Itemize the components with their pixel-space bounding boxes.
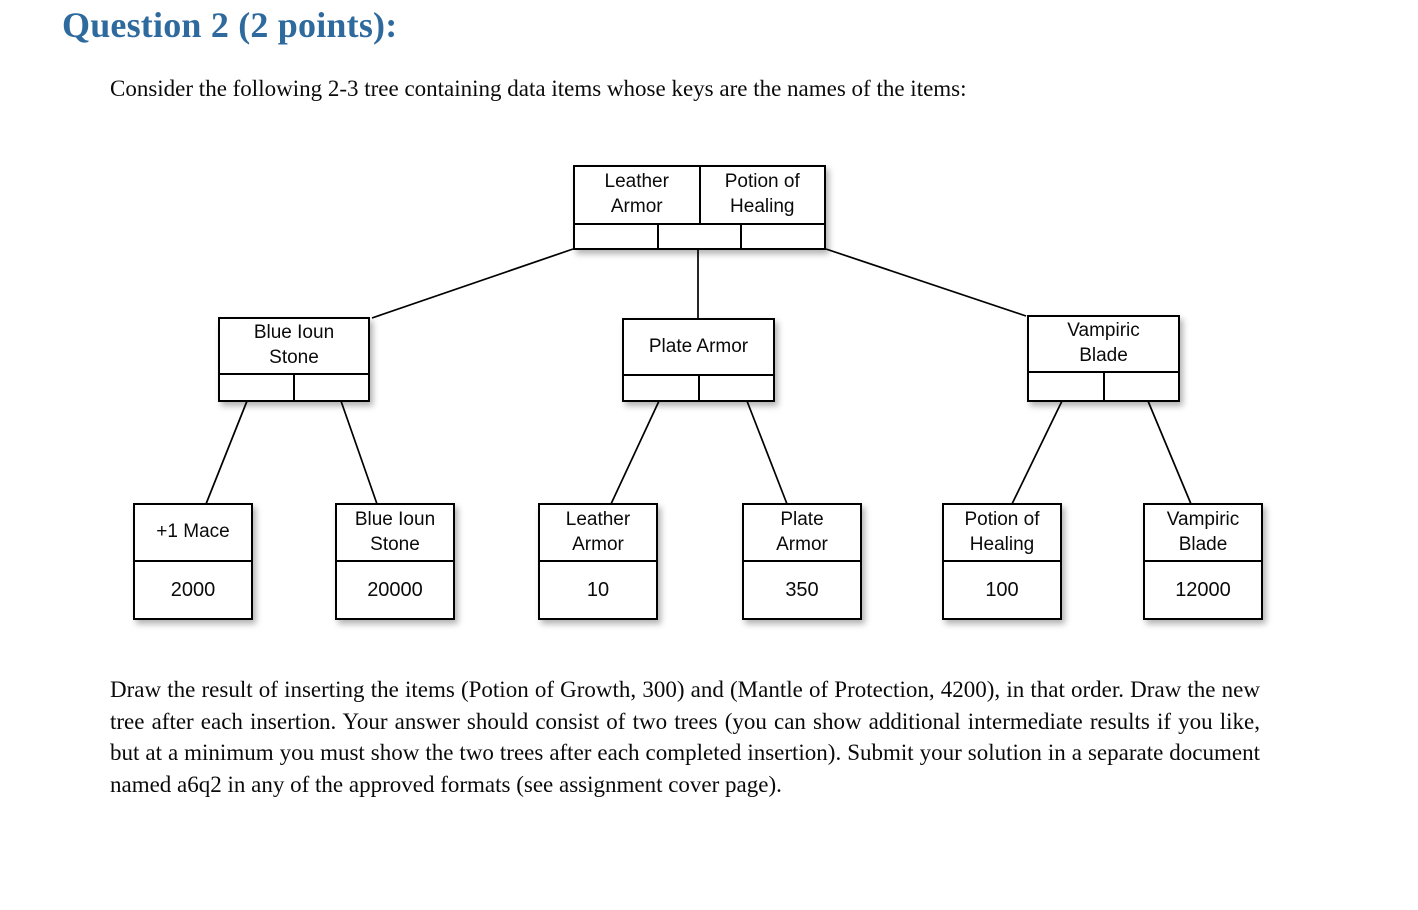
leaf-vampiric-blade: Vampiric Blade 12000 xyxy=(1143,503,1263,620)
internal-node-plate-armor: Plate Armor xyxy=(622,318,775,402)
leaf-name: Potion of Healing xyxy=(944,505,1060,562)
internal-node-vampiric-blade: Vampiric Blade xyxy=(1027,315,1180,402)
leaf-name: Leather Armor xyxy=(540,505,656,562)
leaf-plate-armor: Plate Armor 350 xyxy=(742,503,862,620)
leaf-name: Plate Armor xyxy=(744,505,860,562)
intro-text: Consider the following 2-3 tree containi… xyxy=(110,76,967,101)
tree-edge xyxy=(610,400,660,505)
root-key-potion-of-healing: Potion of Healing xyxy=(698,167,825,223)
tree-edge xyxy=(825,248,1027,317)
internal-pointer-right xyxy=(1102,373,1179,400)
root-pointer-left xyxy=(575,225,657,248)
root-pointer-right xyxy=(740,225,824,248)
root-pointer-middle xyxy=(656,225,741,248)
tree-root-node: Leather Armor Potion of Healing xyxy=(573,165,826,250)
leaf-value: 100 xyxy=(985,578,1019,601)
leaf-value: 2000 xyxy=(170,578,216,601)
root-key-leather-armor: Leather Armor xyxy=(604,171,669,217)
internal-pointer-left xyxy=(624,376,698,400)
leaf-plus1-mace: +1 Mace 2000 xyxy=(133,503,253,620)
page-title: Question 2 (2 points): xyxy=(62,5,398,45)
leaf-value: 10 xyxy=(586,578,610,601)
tree-edge xyxy=(205,400,248,505)
leaf-name: +1 Mace xyxy=(135,505,251,562)
leaf-value: 350 xyxy=(785,578,819,601)
internal-pointer-right xyxy=(697,376,774,400)
internal-key: Vampiric Blade xyxy=(1067,320,1140,366)
internal-key: Plate Armor xyxy=(648,335,749,357)
tree-edge xyxy=(746,400,788,505)
leaf-name: Vampiric Blade xyxy=(1145,505,1261,562)
leaf-value: 20000 xyxy=(367,578,423,601)
tree-edge xyxy=(340,400,378,505)
internal-pointer-right xyxy=(293,375,368,400)
leaf-leather-armor: Leather Armor 10 xyxy=(538,503,658,620)
instructions-text: Draw the result of inserting the items (… xyxy=(110,677,1260,797)
leaf-name: Blue Ioun Stone xyxy=(337,505,453,562)
internal-pointer-left xyxy=(220,375,293,400)
leaf-value: 12000 xyxy=(1175,578,1231,601)
internal-key: Blue Ioun Stone xyxy=(253,322,335,368)
tree-edge xyxy=(371,248,574,319)
tree-edge xyxy=(1147,400,1192,505)
internal-pointer-left xyxy=(1029,373,1103,400)
internal-node-blue-ioun-stone: Blue Ioun Stone xyxy=(218,317,370,402)
leaf-potion-of-healing: Potion of Healing 100 xyxy=(942,503,1062,620)
tree-edge xyxy=(1011,400,1063,505)
leaf-blue-ioun-stone: Blue Ioun Stone 20000 xyxy=(335,503,455,620)
